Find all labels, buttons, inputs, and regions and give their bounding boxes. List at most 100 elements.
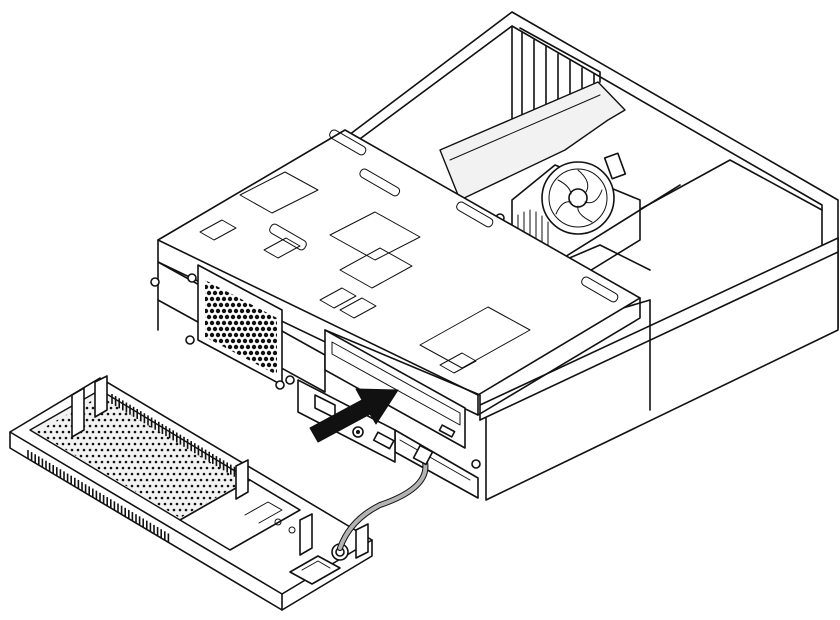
perforation-hole: [226, 448, 230, 452]
perforation-hole: [233, 332, 239, 338]
perforation-hole: [269, 356, 275, 362]
perforation-hole: [187, 478, 191, 482]
perforation-hole: [61, 430, 65, 434]
perforation-hole: [224, 374, 230, 375]
perforation-hole: [206, 302, 212, 308]
perforation-hole: [71, 389, 74, 392]
perforation-hole: [112, 460, 116, 464]
perforation-hole: [178, 412, 182, 416]
perforation-hole: [118, 412, 122, 416]
perforation-hole: [43, 490, 47, 494]
perforation-hole: [148, 448, 152, 452]
perforation-hole: [232, 436, 236, 440]
perforation-hole: [118, 436, 122, 440]
perforation-hole: [40, 472, 44, 476]
perforation-hole: [175, 442, 179, 446]
perforation-hole: [275, 368, 277, 374]
perforation-hole: [209, 368, 215, 374]
perforation-hole: [196, 484, 200, 488]
perforation-hole: [160, 496, 164, 500]
perforation-hole: [82, 448, 86, 452]
perforation-hole: [115, 454, 119, 458]
perforation-hole: [257, 332, 263, 338]
perforation-hole: [133, 478, 137, 482]
perforation-hole: [79, 514, 83, 518]
perforation-hole: [145, 514, 149, 518]
perforation-hole: [232, 412, 236, 416]
perforation-hole: [254, 374, 260, 375]
perforation-hole: [223, 430, 227, 434]
perforation-hole: [181, 466, 185, 470]
perforation-hole: [154, 496, 158, 500]
perforation-hole: [67, 418, 71, 422]
perforation-hole: [94, 424, 98, 428]
perforation-hole: [157, 454, 161, 458]
perforation-hole: [269, 320, 275, 326]
perforation-hole: [167, 389, 170, 392]
perforation-hole: [46, 472, 50, 476]
perforation-hole: [215, 320, 221, 326]
perforation-hole: [212, 374, 218, 375]
perforation-hole: [223, 478, 227, 482]
perforation-hole: [178, 460, 182, 464]
perforation-hole: [151, 490, 155, 494]
perforation-hole: [218, 338, 224, 344]
perforation-hole: [36, 496, 38, 500]
perforation-hole: [85, 418, 89, 422]
optical-drive: [324, 329, 481, 499]
perforation-hole: [263, 320, 269, 326]
perforation-hole: [184, 424, 188, 428]
perforation-hole: [154, 436, 158, 440]
perforation-hole: [136, 472, 140, 476]
perforation-hole: [184, 400, 188, 404]
perforation-hole: [133, 418, 137, 422]
perforation-hole: [227, 308, 233, 314]
perforation-hole: [169, 442, 173, 446]
perforation-hole: [52, 424, 56, 428]
perforation-hole: [181, 502, 185, 506]
perforation-hole: [241, 442, 244, 446]
perforation-hole: [85, 514, 89, 518]
perforation-hole: [193, 454, 197, 458]
perforation-hole: [257, 308, 263, 314]
perforation-hole: [203, 389, 206, 392]
perforation-hole: [196, 496, 200, 500]
perforation-hole: [73, 490, 77, 494]
perforation-hole: [46, 496, 50, 500]
perforation-hole: [181, 396, 185, 398]
perforation-hole: [46, 400, 50, 404]
perforation-hole: [175, 490, 179, 494]
perforation-hole: [239, 344, 245, 350]
perforation-hole: [208, 424, 212, 428]
perforation-hole: [88, 424, 92, 428]
perforation-hole: [169, 466, 173, 470]
perforation-hole: [205, 362, 206, 368]
perforation-hole: [260, 326, 266, 332]
perforation-hole: [230, 362, 236, 368]
perforation-hole: [121, 466, 125, 470]
perforation-hole: [229, 442, 233, 446]
perforation-hole: [196, 412, 200, 416]
perforation-hole: [103, 454, 107, 458]
perforation-hole: [148, 496, 152, 500]
perforation-hole: [37, 490, 41, 494]
perforation-hole: [112, 424, 116, 428]
perforation-hole: [160, 484, 164, 488]
perforation-hole: [58, 484, 62, 488]
perforation-hole: [154, 472, 158, 476]
perforation-hole: [109, 442, 113, 446]
perforation-hole: [151, 478, 155, 482]
perforation-hole: [166, 496, 170, 500]
perforation-hole: [245, 425, 248, 428]
perforation-hole: [36, 472, 38, 476]
perforation-hole: [76, 508, 80, 512]
perforation-hole: [266, 350, 272, 356]
perforation-hole: [130, 460, 134, 464]
perforation-hole: [52, 400, 56, 404]
perforation-hole: [206, 326, 212, 332]
perforation-hole: [169, 406, 173, 410]
perforation-hole: [233, 308, 239, 314]
perforation-hole: [178, 496, 182, 500]
perforation-hole: [227, 296, 233, 302]
perforation-hole: [55, 430, 59, 434]
